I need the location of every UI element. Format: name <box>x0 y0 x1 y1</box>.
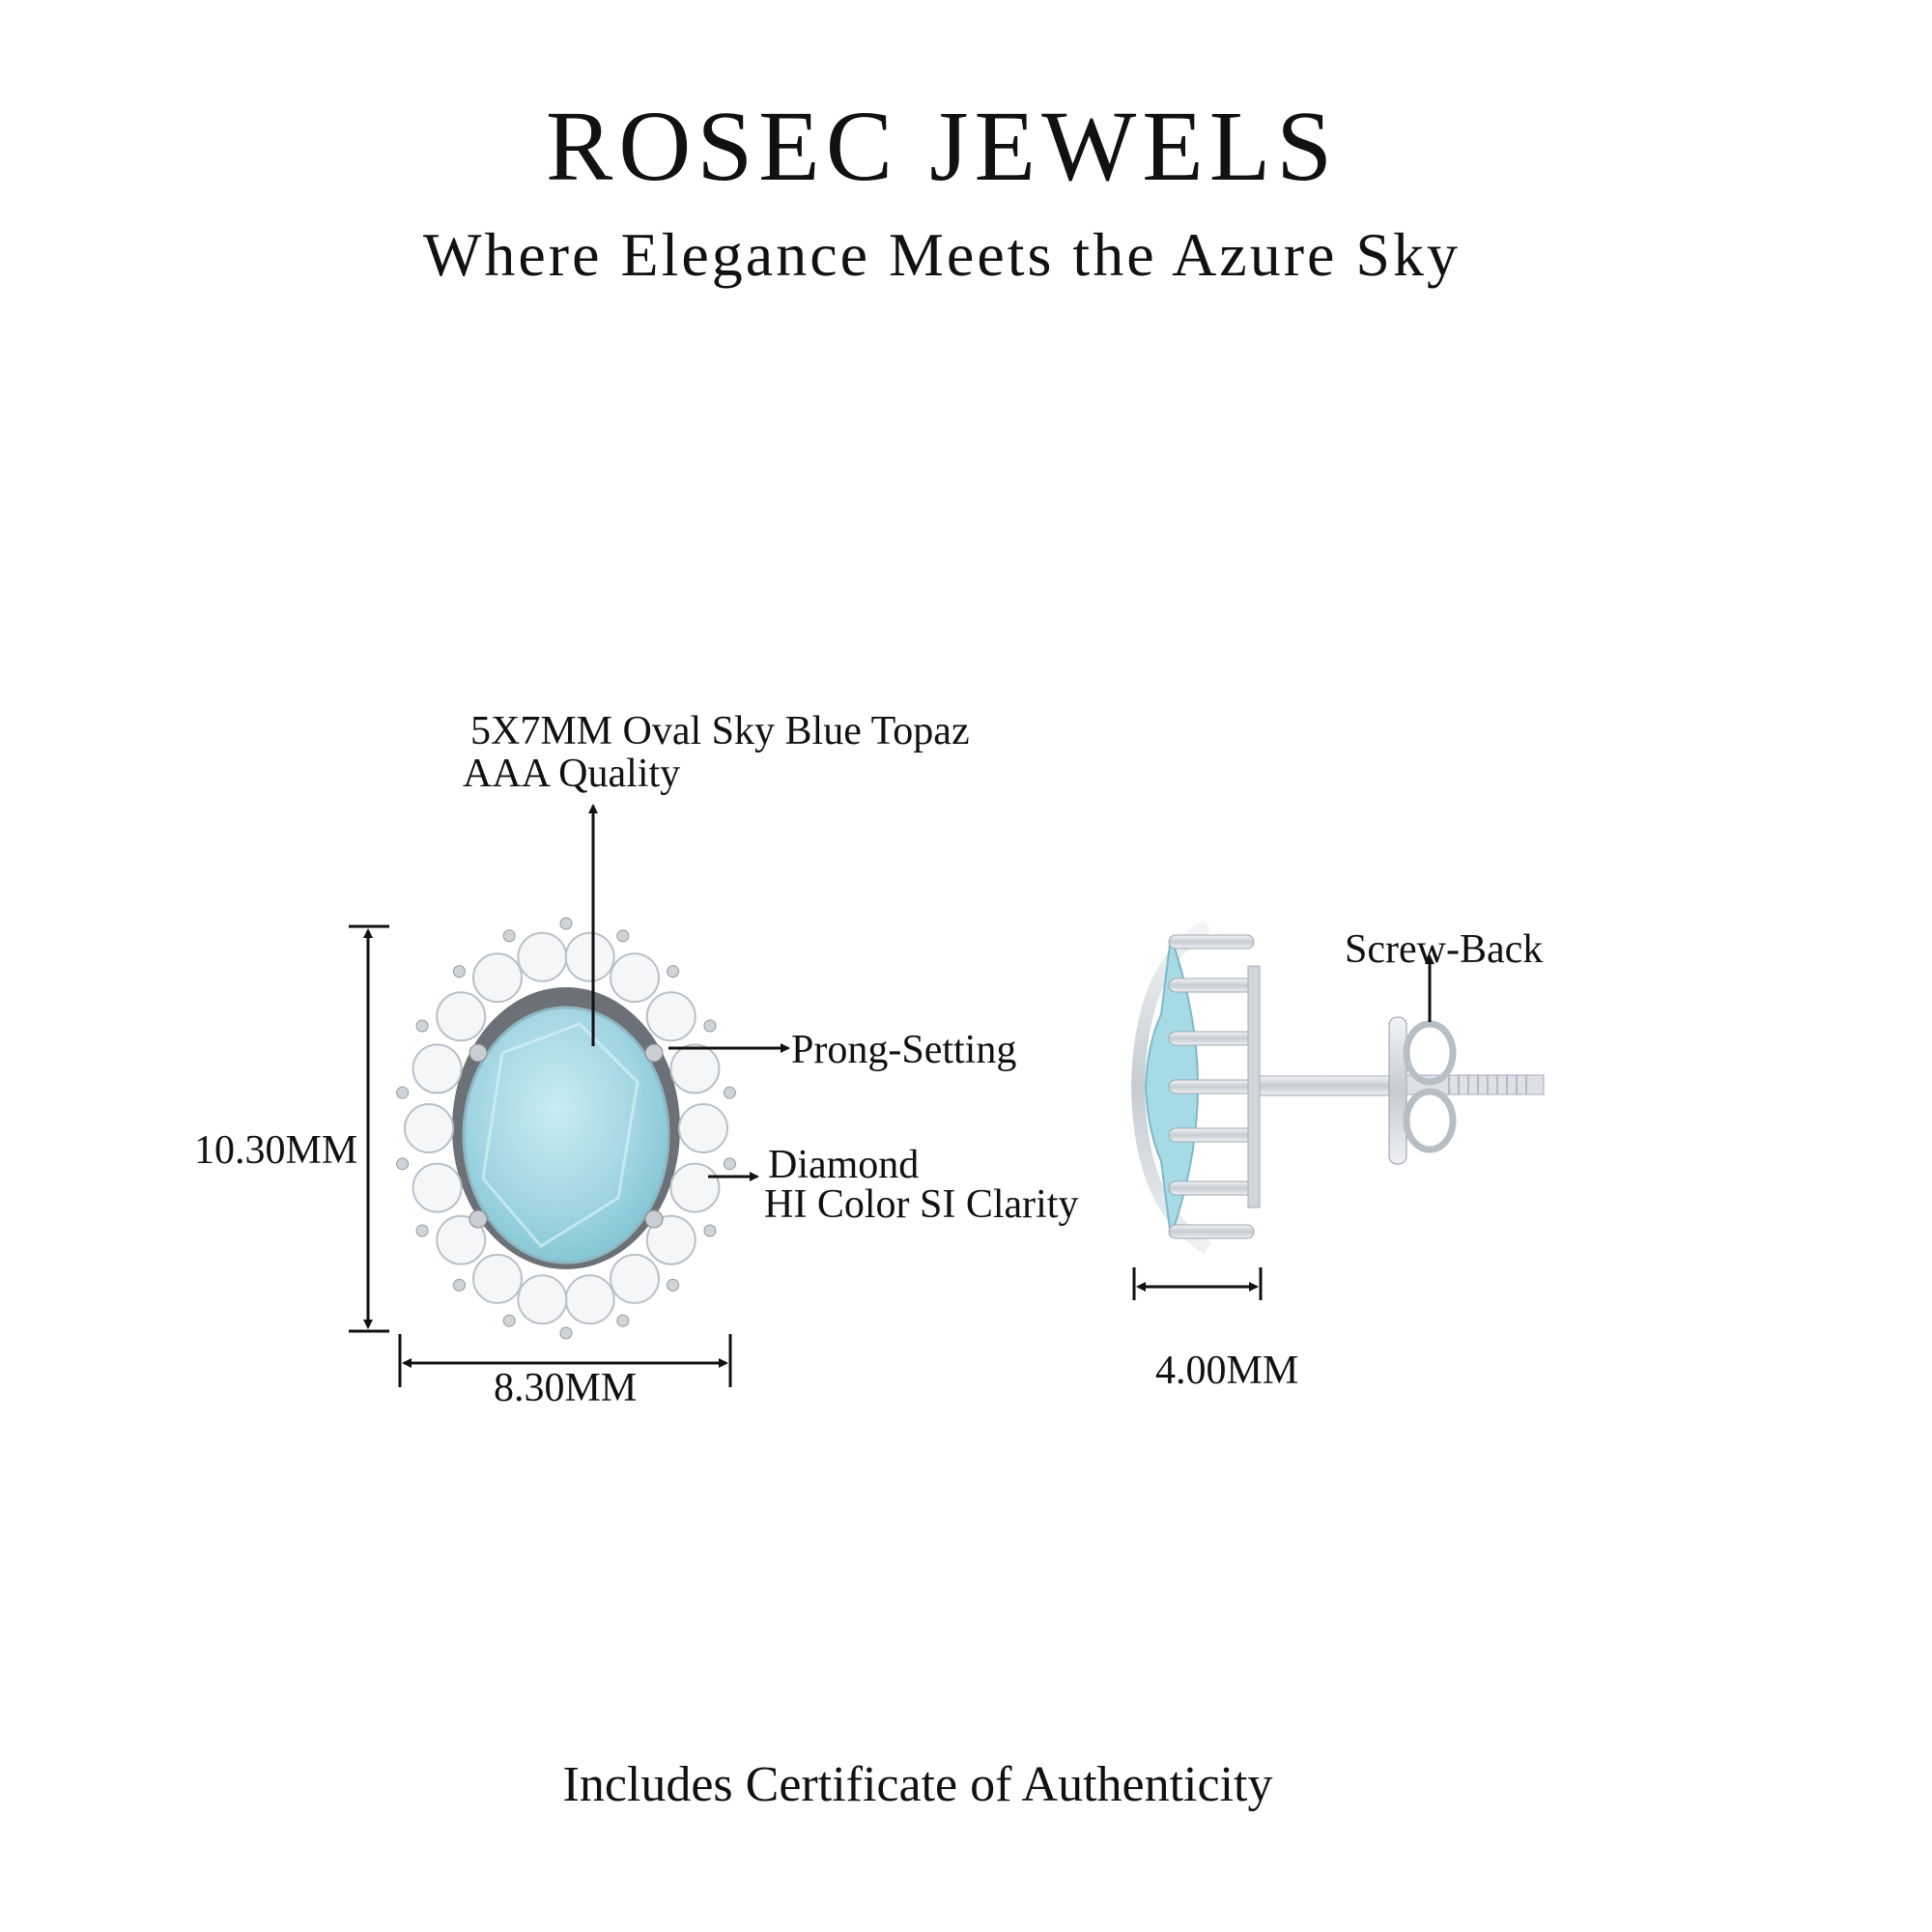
diamond-label: Diamond <box>768 1143 920 1187</box>
width-label: 8.30MM <box>494 1366 638 1410</box>
depth-label: 4.00MM <box>1155 1349 1299 1393</box>
side-prong <box>1168 1079 1255 1094</box>
halo-prong <box>415 1019 429 1033</box>
dimension-lines <box>349 804 1435 1387</box>
halo-diamond <box>436 1214 487 1265</box>
prong-setting-label: Prong-Setting <box>791 1028 1017 1072</box>
halo-prong <box>452 965 466 979</box>
earring-post <box>1259 1075 1392 1096</box>
halo-diamond <box>436 991 487 1042</box>
halo-diamond <box>669 1043 721 1094</box>
earring-side-view <box>1130 919 1545 1255</box>
gemstone-label: 5X7MM Oval Sky Blue Topaz <box>470 709 970 753</box>
halo-diamond <box>610 952 660 1004</box>
halo-diamond <box>472 952 523 1004</box>
halo-diamond <box>404 1103 454 1153</box>
halo-prong <box>502 1314 516 1327</box>
screw-back-label: Screw-Back <box>1345 927 1544 972</box>
halo-prong <box>703 1224 717 1237</box>
halo-prong <box>396 1157 410 1171</box>
gem-prongs <box>469 1043 664 1229</box>
gemstone-quality-label: AAA Quality <box>463 752 681 796</box>
halo-diamond <box>645 991 696 1042</box>
halo-diamond <box>472 1253 523 1304</box>
halo-prong <box>616 929 630 943</box>
sky-blue-topaz-gem <box>462 1006 670 1264</box>
halo-prong <box>703 1019 717 1033</box>
halo-diamond <box>412 1043 463 1094</box>
halo-prong <box>667 965 680 979</box>
halo-diamond <box>678 1103 728 1153</box>
side-prongs <box>1168 934 1255 1239</box>
halo-diamond <box>564 931 615 982</box>
halo-diamond <box>517 1274 568 1325</box>
side-prong <box>1168 1031 1255 1046</box>
halo-diamond <box>412 1162 463 1213</box>
tagline: Where Elegance Meets the Azure Sky <box>422 220 1462 289</box>
halo-prong <box>559 1326 573 1340</box>
diamond-halo <box>396 917 736 1340</box>
halo-prong <box>723 1157 736 1171</box>
earring-front-view <box>396 917 736 1340</box>
brand-title: ROSEC JEWELS <box>545 91 1339 202</box>
halo-prong <box>415 1224 429 1237</box>
height-label: 10.30MM <box>194 1128 358 1173</box>
side-prong <box>1168 1180 1255 1196</box>
screw-back-disc <box>1388 1016 1407 1165</box>
halo-diamond <box>517 931 568 982</box>
side-prong <box>1168 934 1255 950</box>
butterfly-loop <box>1403 1020 1457 1086</box>
halo-diamond <box>669 1162 721 1213</box>
gem-facets <box>481 1022 639 1248</box>
side-prong <box>1168 1224 1255 1239</box>
certificate-note: Includes Certificate of Authenticity <box>562 1757 1273 1812</box>
halo-prong <box>502 929 516 943</box>
halo-prong <box>559 917 573 930</box>
halo-prong <box>452 1278 466 1292</box>
halo-prong <box>616 1314 630 1327</box>
diamond-quality-label: HI Color SI Clarity <box>764 1182 1079 1227</box>
side-prong <box>1168 978 1255 993</box>
halo-diamond <box>645 1214 696 1265</box>
halo-prong <box>723 1086 736 1099</box>
halo-prong <box>396 1086 410 1099</box>
butterfly-loop <box>1403 1088 1457 1153</box>
halo-diamond <box>610 1253 660 1304</box>
side-prong <box>1168 1127 1255 1143</box>
halo-diamond <box>564 1274 615 1325</box>
halo-prong <box>667 1278 680 1292</box>
